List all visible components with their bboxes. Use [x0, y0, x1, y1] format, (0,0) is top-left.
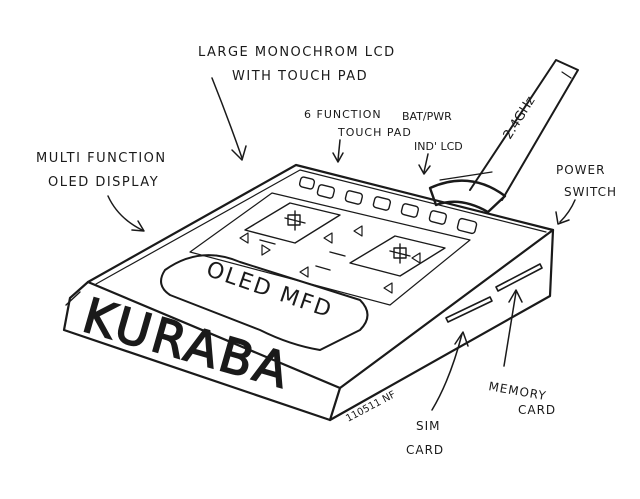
label-memory-line1: MEMORY: [487, 379, 547, 403]
card-slots: [445, 263, 543, 323]
device-body: [62, 163, 555, 422]
leader-arrows: [107, 77, 576, 411]
label-sim-line2: CARD: [406, 443, 444, 457]
bat-arrow: [423, 153, 429, 173]
oled-arrow: [107, 195, 143, 231]
antenna: [428, 59, 579, 214]
oled-screen: [160, 254, 369, 351]
brand-text: KURABA: [77, 288, 297, 401]
memory-arrow: [503, 291, 517, 367]
label-bat-line1: BAT/PWR: [402, 110, 452, 123]
label-touchpad-line2: TOUCH PAD: [337, 126, 412, 139]
power-arrow: [559, 199, 576, 223]
label-power-line2: SWITCH: [564, 185, 617, 199]
sim-arrow: [431, 333, 463, 411]
label-lcd-line1: LARGE MONOCHROM LCD: [198, 45, 396, 60]
label-oled-line1: MULTI FUNCTION: [36, 151, 167, 166]
label-lcd-line2: WITH TOUCH PAD: [232, 69, 368, 84]
sim-card-slot: [445, 296, 493, 323]
touchpad-buttons: [298, 176, 478, 235]
lcd-arrow: [211, 77, 243, 159]
label-power-line1: POWER: [556, 163, 605, 177]
label-touchpad-line1: 6 FUNCTION: [304, 108, 382, 121]
touchpad-arrow: [337, 139, 341, 161]
label-oled-line2: OLED DISPLAY: [48, 175, 159, 190]
label-bat-line2: IND' LCD: [414, 140, 463, 153]
label-memory-line2: CARD: [518, 403, 556, 417]
antenna-text: 2.4GHz: [501, 94, 539, 142]
label-sim-line1: SIM: [416, 419, 441, 433]
memory-card-slot: [495, 263, 543, 292]
arrow-markers: [239, 225, 421, 294]
lcd-panel: [189, 192, 471, 306]
oled-screen-text: OLED MFD: [203, 257, 336, 324]
